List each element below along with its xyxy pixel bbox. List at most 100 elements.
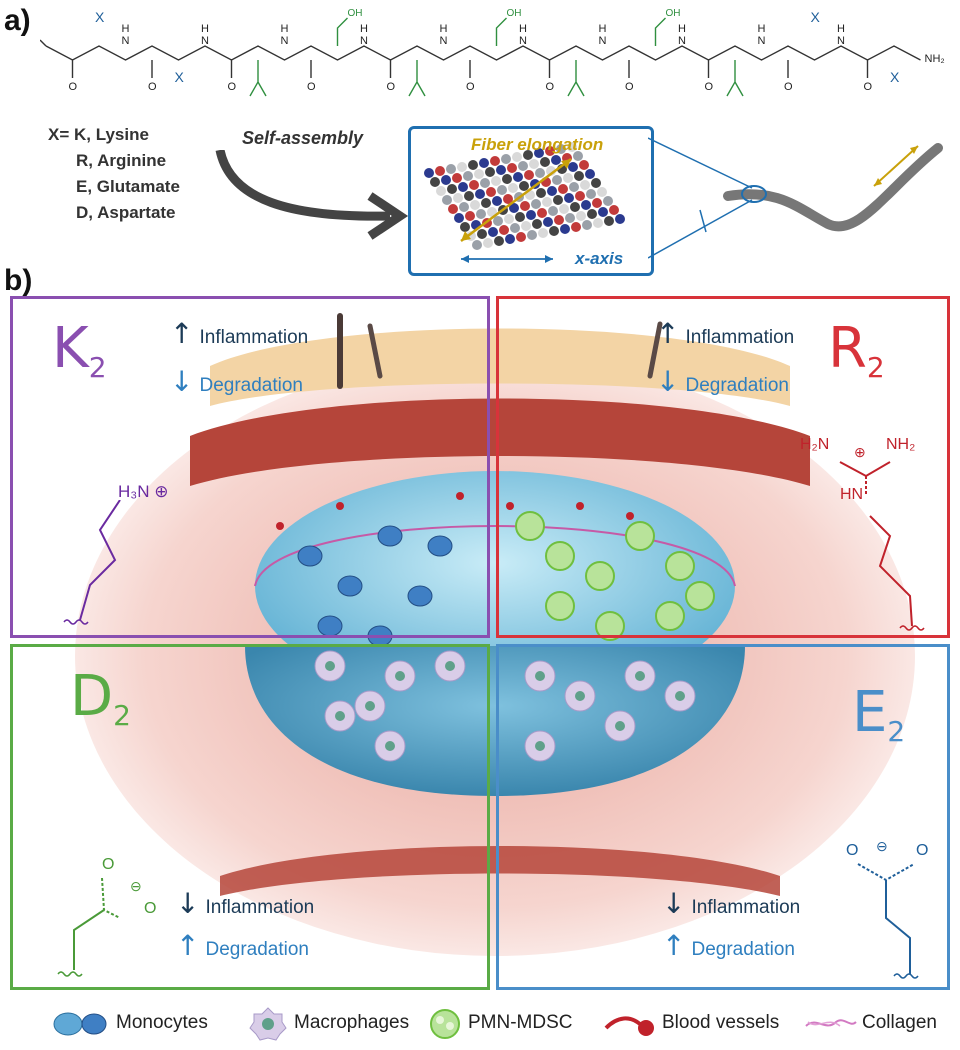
leucine-side-chain: [567, 60, 585, 97]
self-assembly-arrow: [215, 150, 409, 240]
fiber-atom: [475, 189, 485, 199]
amide-h: H: [599, 23, 607, 35]
serine-side-chain: [495, 17, 507, 46]
fiber-molecular-model: [424, 142, 625, 263]
blood-vessel: [506, 502, 514, 510]
fiber-atom: [465, 211, 475, 221]
fiber-atom: [571, 222, 581, 232]
up-arrow-icon: ↑: [176, 929, 200, 962]
monocyte-cell: [337, 575, 363, 597]
carbonyl-o: O: [228, 81, 237, 93]
fiber-atom: [501, 154, 511, 164]
k2-label: K2: [52, 316, 107, 384]
r2-inflammation: ↑Inflammation: [656, 317, 795, 350]
fiber-atom: [575, 191, 585, 201]
fiber-atom: [481, 198, 491, 208]
fiber-atom: [553, 195, 563, 205]
fiber-atom: [536, 188, 546, 198]
fiber-atom: [532, 219, 542, 229]
panel-a-label: a): [4, 4, 31, 37]
fiber-atom: [497, 185, 507, 195]
fiber-atom: [580, 180, 590, 190]
d2-label: D2: [70, 664, 131, 732]
collagen-icon: [805, 1019, 857, 1027]
carbonyl-o: O: [69, 81, 78, 93]
r2-side-chain: [839, 461, 925, 631]
macrophage-nucleus: [675, 691, 685, 701]
amide-n: N: [281, 35, 289, 47]
serine-oh: OH: [507, 8, 522, 19]
pmn-mdsc-icon: [430, 1009, 460, 1039]
macrophage-nucleus: [615, 721, 625, 731]
fiber-atom: [587, 209, 597, 219]
down-arrow-icon: ↓: [170, 365, 194, 398]
fiber-atom: [463, 171, 473, 181]
serine-oh: OH: [666, 8, 681, 19]
fiber-atom: [485, 167, 495, 177]
fiber-atom: [519, 181, 529, 191]
fiber-atom: [441, 175, 451, 185]
macrophage-nucleus: [535, 671, 545, 681]
pmn-mdsc-cell: [545, 541, 575, 571]
pmn-mdsc-cell: [655, 601, 685, 631]
peptide-structure: ONHXONHXONHONHOHONHONHOHONHONHOHONHONHXO…: [40, 8, 945, 97]
amide-n: N: [360, 35, 368, 47]
fiber-atom: [453, 193, 463, 203]
fiber-atom: [508, 183, 518, 193]
amide-h: H: [122, 23, 130, 35]
carbonyl-o: O: [705, 81, 714, 93]
down-arrow-icon: ↓: [662, 887, 686, 920]
fiber-atom: [518, 161, 528, 171]
fiber-atom: [564, 193, 574, 203]
r2-degradation: ↓Degradation: [656, 365, 789, 398]
x-definition-list: X= K, Lysine R, Arginine E, Glutamate D,…: [48, 122, 180, 226]
fiber-atom: [486, 187, 496, 197]
amide-h: H: [201, 23, 209, 35]
fiber-atom: [591, 178, 601, 188]
fiber-atom: [567, 142, 577, 152]
legend-collagen: Collagen: [862, 1012, 937, 1033]
amide-n: N: [440, 35, 448, 47]
d2-carboxylate: O ⊖ O: [102, 856, 157, 917]
fiber-atom: [442, 195, 452, 205]
k2-inflammation: ↑Inflammation: [170, 317, 309, 350]
fiber-atom: [568, 162, 578, 172]
fiber-atom: [502, 174, 512, 184]
d2-degradation: ↑Degradation: [176, 929, 309, 962]
legend-macrophages: Macrophages: [294, 1012, 410, 1033]
fiber-atom: [503, 194, 513, 204]
fiber-atom: [507, 163, 517, 173]
fiber-atom: [559, 204, 569, 214]
up-arrow-icon: ↑: [656, 317, 680, 350]
fiber-atom: [459, 202, 469, 212]
fiber-atom: [526, 210, 536, 220]
x-axis-label: x-axis: [575, 249, 624, 268]
amide-n: N: [599, 35, 607, 47]
monocyte-cell: [407, 585, 433, 607]
carbonyl-o: O: [307, 81, 316, 93]
fiber-atom: [586, 189, 596, 199]
amide-h: H: [360, 23, 368, 35]
residue-x-bottom: X: [175, 69, 185, 85]
fiber-atom: [476, 209, 486, 219]
x-def-glutamate: E, Glutamate: [76, 177, 180, 196]
fiber-atom: [494, 236, 504, 246]
leucine-side-chain: [408, 60, 426, 97]
fiber-atom: [516, 232, 526, 242]
serine-oh: OH: [348, 8, 363, 19]
e2-side-chain: [857, 863, 919, 979]
leucine-side-chain: [726, 60, 744, 97]
fiber-atom: [548, 206, 558, 216]
acetyl-bond: [40, 39, 47, 47]
x-def-lysine: X= K, Lysine: [48, 125, 149, 144]
residue-x-top: X: [811, 9, 821, 25]
fiber-atom: [569, 182, 579, 192]
fiber-atom: [558, 184, 568, 194]
carbonyl-o: O: [466, 81, 475, 93]
fiber-atom: [447, 184, 457, 194]
fiber-atom: [570, 202, 580, 212]
e2-label: E2: [852, 680, 906, 748]
e2-degradation: ↑Degradation: [662, 929, 795, 962]
macrophage-nucleus: [535, 741, 545, 751]
fiber-atom: [543, 217, 553, 227]
